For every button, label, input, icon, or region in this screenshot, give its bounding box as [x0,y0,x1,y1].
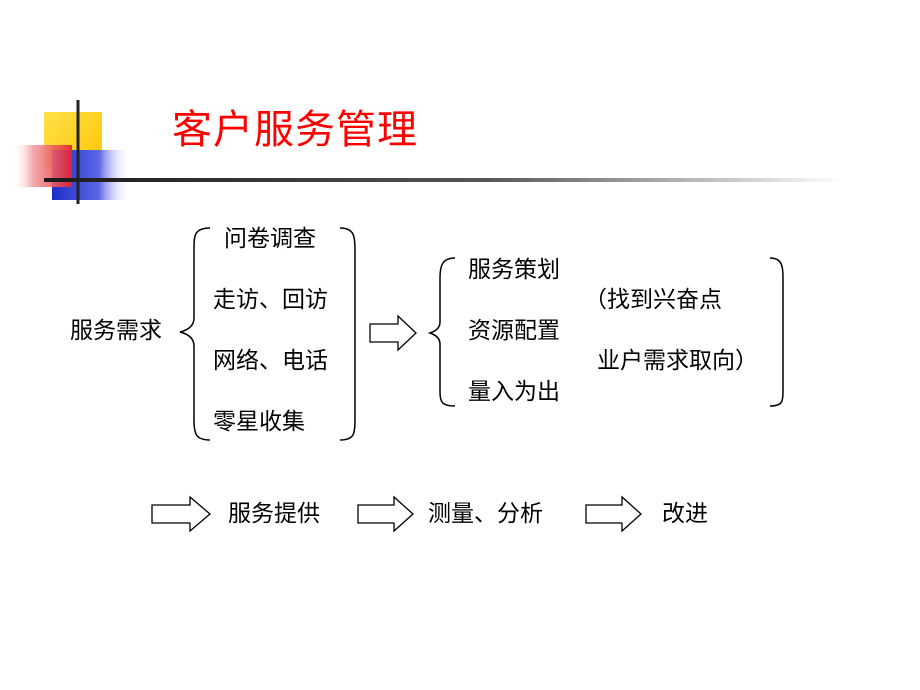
demand-item-visit: 走访、回访 [213,287,328,313]
plan-item-budget: 量入为出 [468,379,560,405]
service-demand-label: 服务需求 [70,318,162,344]
flow-arrow-3 [357,495,414,533]
flow-arrow-4 [585,495,642,533]
flow-arrow-1 [369,314,417,352]
flow-step-measure: 测量、分析 [428,501,543,527]
page-title: 客户服务管理 [172,107,418,153]
flow-arrow-2 [151,495,212,533]
plan-brace-left [427,257,456,407]
demand-item-network: 网络、电话 [213,348,328,374]
demand-item-survey: 问卷调查 [224,226,316,252]
note-line-1: （找到兴奋点 [584,287,722,313]
title-underline [44,178,844,182]
demand-brace-left [179,227,211,441]
plan-item-resources: 资源配置 [468,318,560,344]
demand-item-collection: 零星收集 [213,409,305,435]
flow-step-provide: 服务提供 [228,501,320,527]
plan-item-planning: 服务策划 [468,257,560,283]
flow-step-improve: 改进 [662,501,708,527]
note-line-2: 业户需求取向） [597,348,758,374]
plan-brace-right [769,257,784,407]
demand-brace-right [339,227,356,441]
